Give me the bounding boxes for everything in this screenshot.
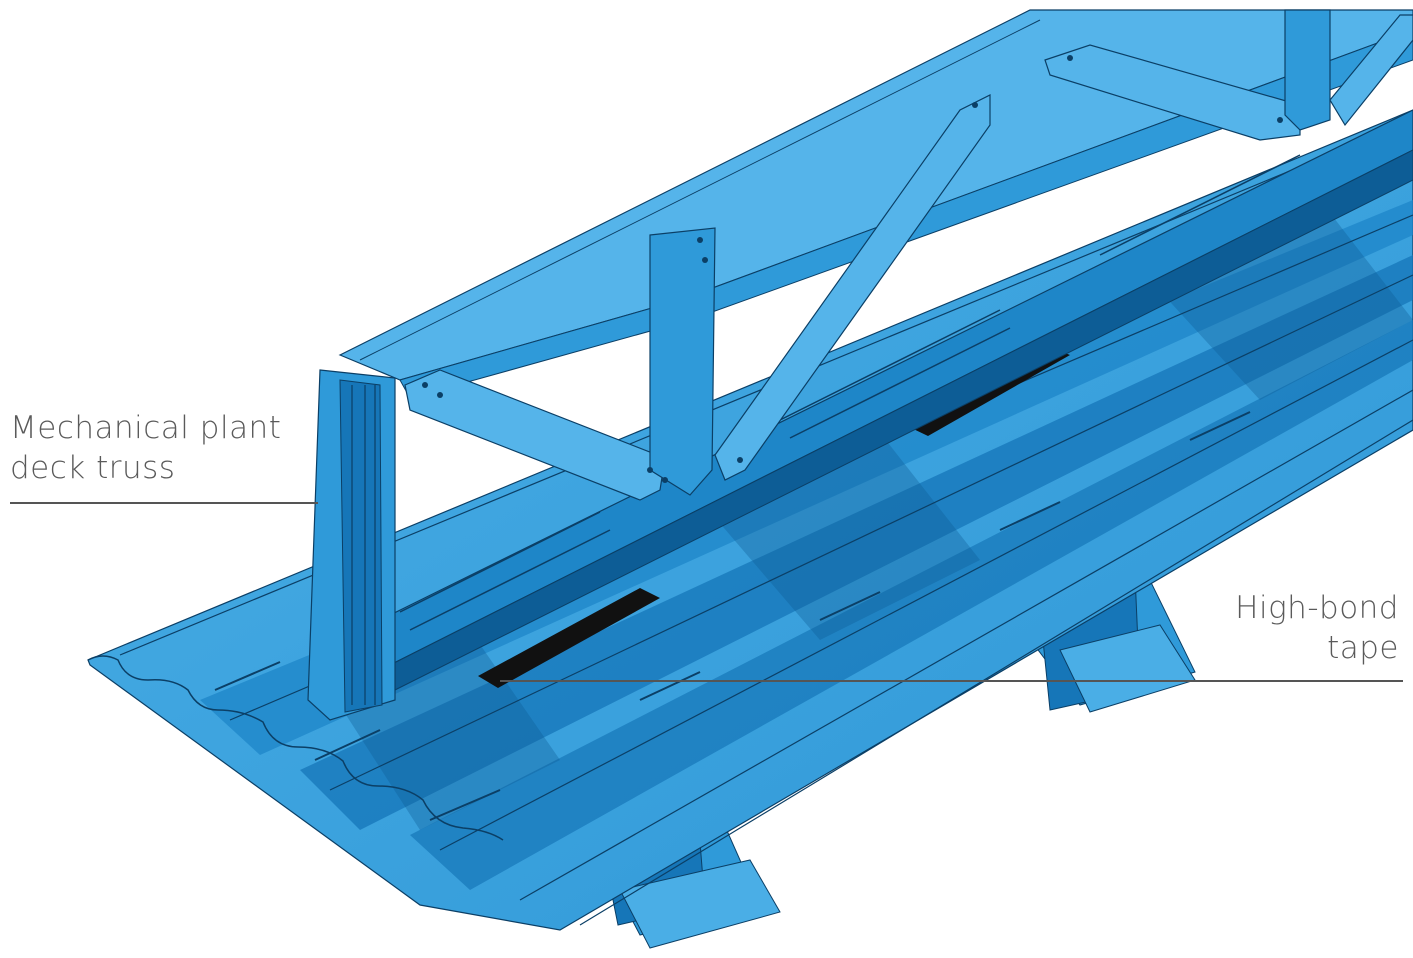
truss-web-members bbox=[404, 9, 1413, 501]
truss-vertical bbox=[1284, 9, 1331, 131]
truss-end-post bbox=[307, 369, 396, 721]
label-truss-line1: Mechanical plant bbox=[10, 410, 282, 446]
deck-trough bbox=[300, 255, 1413, 830]
truss-strut bbox=[404, 369, 666, 501]
truss-diagonal bbox=[1329, 14, 1413, 127]
label-high-bond-tape: High-bond tape bbox=[1235, 588, 1399, 668]
truss-strut bbox=[1044, 44, 1301, 141]
deck-trough bbox=[410, 320, 1413, 890]
label-truss-line2: deck truss bbox=[10, 450, 176, 486]
label-tape-line2: tape bbox=[1327, 630, 1399, 666]
support-beam-far bbox=[999, 559, 1196, 713]
tape-strip bbox=[478, 588, 660, 688]
label-tape-line1: High-bond bbox=[1235, 590, 1399, 626]
truss-diagonal bbox=[714, 94, 991, 481]
label-mechanical-plant-deck-truss: Mechanical plant deck truss bbox=[10, 408, 281, 488]
truss-vertical bbox=[649, 227, 716, 496]
